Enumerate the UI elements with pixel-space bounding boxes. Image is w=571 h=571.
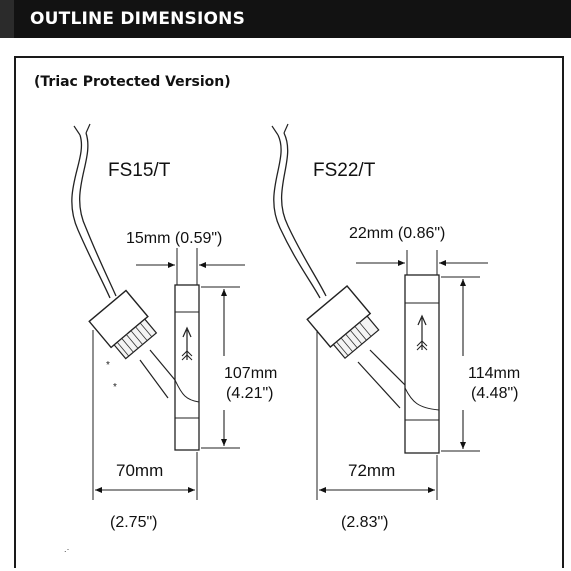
fs15-model-label: FS15/T	[108, 160, 171, 181]
drawing-panel	[14, 56, 564, 568]
fs22-length-in: (2.83")	[341, 514, 388, 531]
fs15-length-in: (2.75")	[110, 514, 157, 531]
fs15-flow-arrow-icon	[181, 326, 193, 361]
fs15-pipe	[174, 284, 200, 451]
fs22-pipe	[404, 274, 440, 454]
svg-text:*: *	[106, 360, 110, 371]
fs22-drawing: FS22/T 22mm (0.86") 114mm (4.48") 72mm (…	[271, 123, 520, 531]
fs22-angled-housing	[306, 284, 380, 360]
fs15-angled-housing	[88, 289, 158, 360]
fs22-cable	[273, 134, 321, 299]
fs15-height-mm: 107mm	[224, 365, 277, 382]
fs15-length-mm: 70mm	[116, 461, 163, 480]
fs22-model-label: FS22/T	[313, 160, 376, 181]
svg-text:*: *	[113, 382, 117, 393]
version-subtitle: (Triac Protected Version)	[34, 74, 231, 90]
fs22-flow-arrow-icon	[416, 314, 428, 351]
fs15-height-in: (4.21")	[226, 385, 273, 402]
fs22-height-in: (4.48")	[471, 385, 518, 402]
fs22-height-mm: 114mm	[468, 365, 520, 382]
fs15-width-label: 15mm (0.59")	[126, 230, 222, 247]
fs22-length-mm: 72mm	[348, 461, 395, 480]
fs15-drawing: * * FS15/T 15mm (0.59") 107mm (4.21") 70…	[71, 123, 277, 531]
fs22-width-label: 22mm (0.86")	[349, 225, 445, 242]
fs15-cable	[71, 134, 111, 299]
svg-text:.·: .·	[64, 544, 70, 554]
section-header: OUTLINE DIMENSIONS	[0, 0, 571, 38]
